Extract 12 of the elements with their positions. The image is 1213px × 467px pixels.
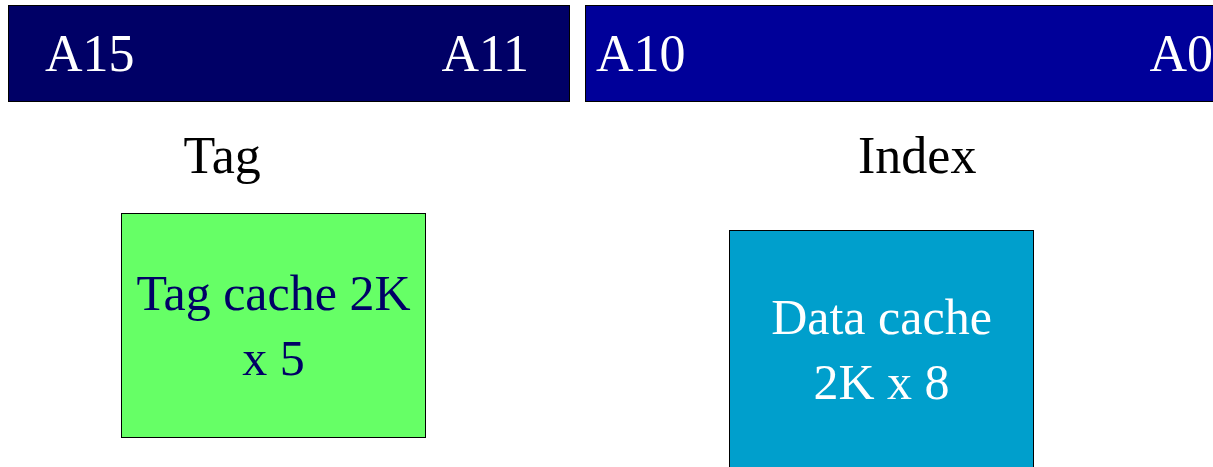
cache-box bbox=[121, 213, 426, 438]
bit-label: A10 bbox=[596, 27, 686, 80]
address-field-bar bbox=[8, 5, 570, 102]
cache-box bbox=[729, 230, 1034, 467]
cache-label: Tag cache 2K x 5 bbox=[135, 263, 412, 388]
field-label: Tag bbox=[183, 130, 261, 182]
address-field-bar bbox=[585, 5, 1213, 102]
bit-label: A0 bbox=[1149, 27, 1213, 80]
cache-label: Data cache 2K x 8 bbox=[770, 288, 993, 412]
field-label: Index bbox=[858, 130, 977, 182]
bit-label: A11 bbox=[441, 27, 529, 80]
bit-label: A15 bbox=[45, 27, 135, 80]
